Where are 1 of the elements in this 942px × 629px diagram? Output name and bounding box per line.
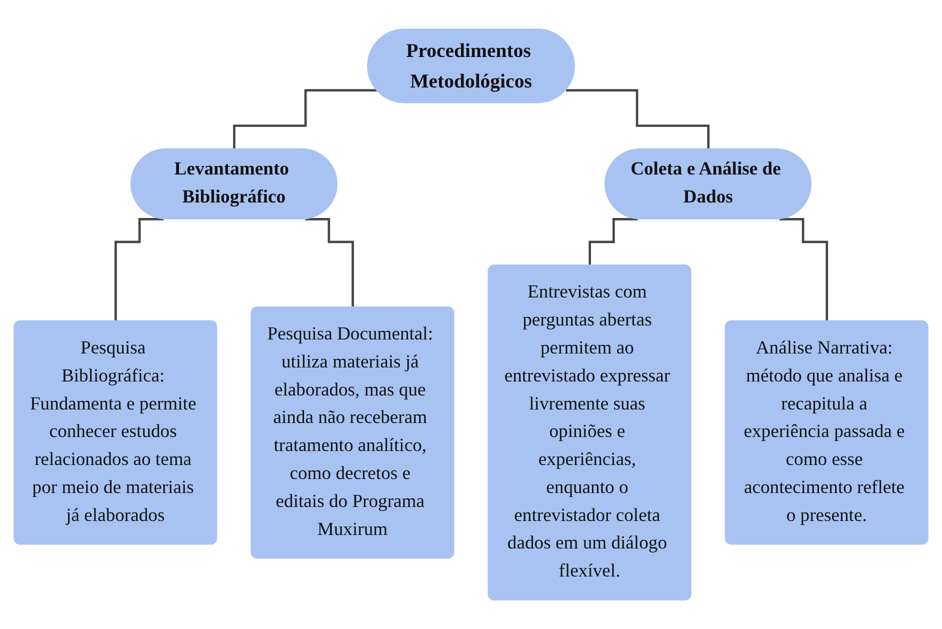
connector — [588, 218, 638, 267]
